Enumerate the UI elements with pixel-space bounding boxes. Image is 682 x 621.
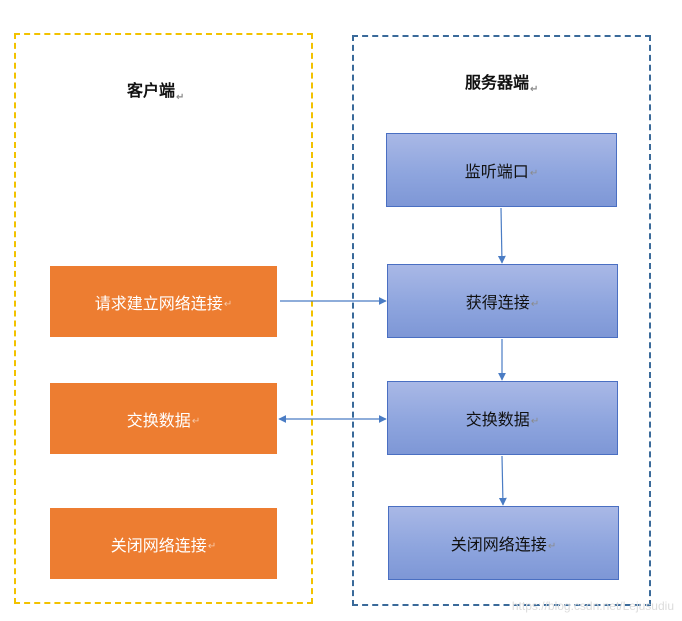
client-step-close-connection: 关闭网络连接↵ xyxy=(50,508,277,579)
client-title: 客户端↵ xyxy=(127,81,185,103)
server-step-close-connection: 关闭网络连接↵ xyxy=(388,506,619,580)
arrow-listen-to-accept xyxy=(497,207,506,264)
arrow-exchange-to-close xyxy=(498,455,507,506)
client-step-exchange-data: 交换数据↵ xyxy=(50,383,277,454)
server-step-accept-connection: 获得连接↵ xyxy=(387,264,618,338)
client-step-request-connection: 请求建立网络连接↵ xyxy=(50,266,277,337)
watermark: https://blog.csdn.net/Lejusudiu xyxy=(511,599,674,613)
server-step-listen-port: 监听端口↵ xyxy=(386,133,617,207)
client-frame xyxy=(14,33,313,604)
server-frame xyxy=(352,35,651,606)
server-step-exchange-data: 交换数据↵ xyxy=(387,381,618,455)
server-title: 服务器端↵ xyxy=(465,73,539,95)
